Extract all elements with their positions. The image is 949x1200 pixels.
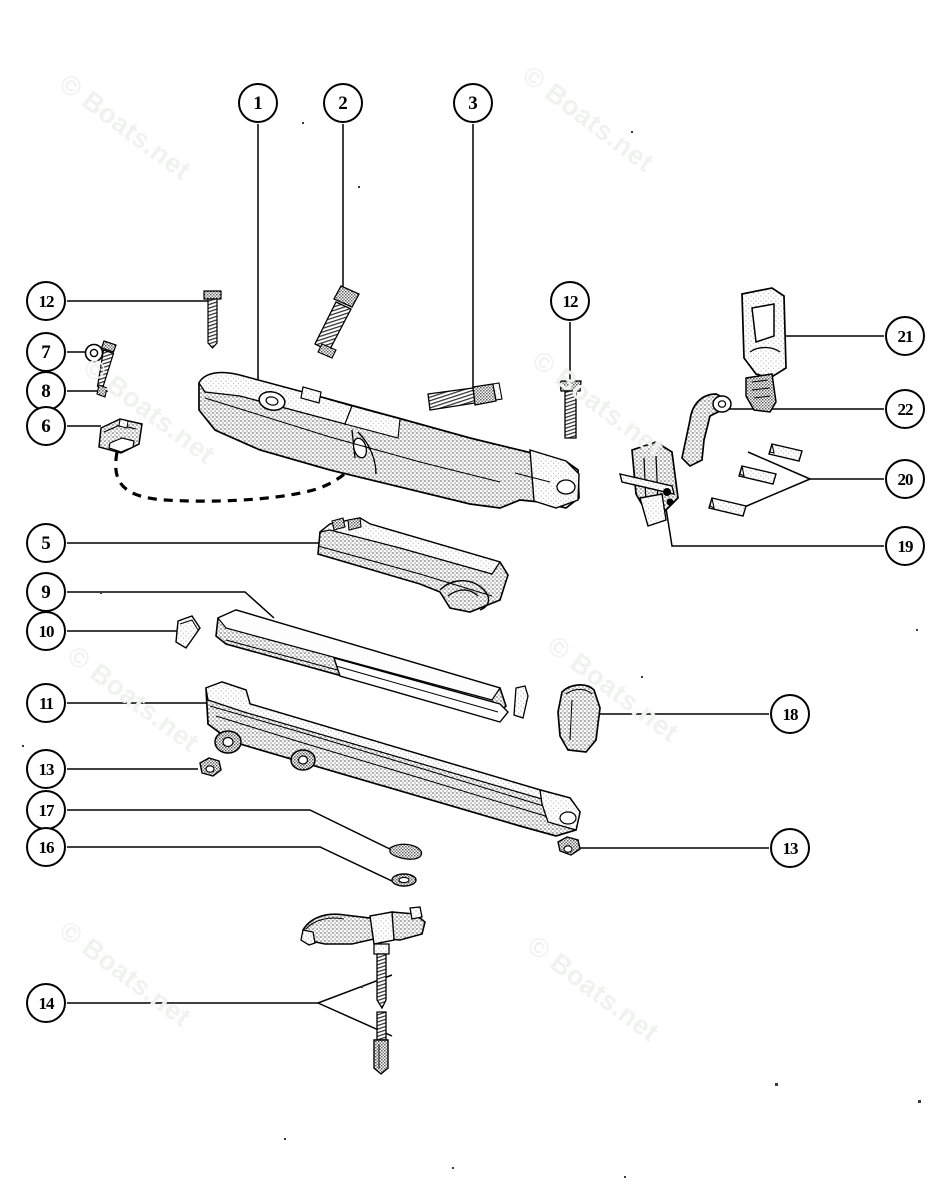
callout-3[interactable]: 3 (453, 83, 493, 123)
part-20-dowel-pins (708, 443, 803, 517)
part-22-lever-arm (681, 393, 732, 468)
callout-6[interactable]: 6 (26, 406, 66, 446)
part-6-anode-block (98, 418, 143, 454)
callout-16[interactable]: 16 (26, 827, 66, 867)
callout-21[interactable]: 21 (885, 316, 925, 356)
callout-7[interactable]: 7 (26, 332, 66, 372)
part-12-screw-right (559, 380, 582, 439)
part-1-drive-shaft-housing (198, 371, 580, 509)
callout-13-right[interactable]: 13 (770, 828, 810, 868)
callout-13-left[interactable]: 13 (26, 749, 66, 789)
part-17-retaining-clip (389, 843, 423, 860)
callout-12-left[interactable]: 12 (26, 281, 66, 321)
part-18-rubber-mount (557, 684, 601, 753)
callout-12-right[interactable]: 12 (550, 281, 590, 321)
callout-8[interactable]: 8 (26, 371, 66, 411)
callout-11[interactable]: 11 (26, 683, 66, 723)
part-10-wedge-shim (175, 615, 201, 649)
part-12-screw-left (203, 290, 222, 349)
callout-19[interactable]: 19 (885, 526, 925, 566)
leader-lines (67, 124, 884, 1037)
anode-routing-dashed-line (114, 451, 367, 503)
part-7-washer (84, 343, 104, 363)
scan-specks (22, 122, 921, 1178)
callout-1[interactable]: 1 (238, 83, 278, 123)
part-11-lower-rail-bracket (205, 681, 581, 837)
callout-22[interactable]: 22 (885, 389, 925, 429)
part-5-lower-clamp-bracket (317, 517, 509, 613)
part-13-lock-nut-left (199, 757, 222, 777)
callout-17[interactable]: 17 (26, 790, 66, 830)
callout-2[interactable]: 2 (323, 83, 363, 123)
part-13-lock-nut-right (557, 836, 581, 856)
callout-5[interactable]: 5 (26, 523, 66, 563)
part-3-bolt (427, 382, 503, 411)
callout-14[interactable]: 14 (26, 983, 66, 1023)
callout-9[interactable]: 9 (26, 572, 66, 612)
part-16-small-wedge (513, 685, 529, 719)
callout-20[interactable]: 20 (885, 459, 925, 499)
callout-18[interactable]: 18 (770, 694, 810, 734)
part-9-upper-rail (215, 609, 509, 723)
part-14-swivel-pin-assembly (300, 906, 426, 1075)
part-16-flat-washer (391, 873, 417, 887)
part-19-steering-bracket (619, 441, 679, 527)
callout-10[interactable]: 10 (26, 611, 66, 651)
part-21-transom-plate (741, 287, 787, 413)
part-8-screw (96, 340, 117, 398)
part-2-bolt (314, 285, 360, 359)
